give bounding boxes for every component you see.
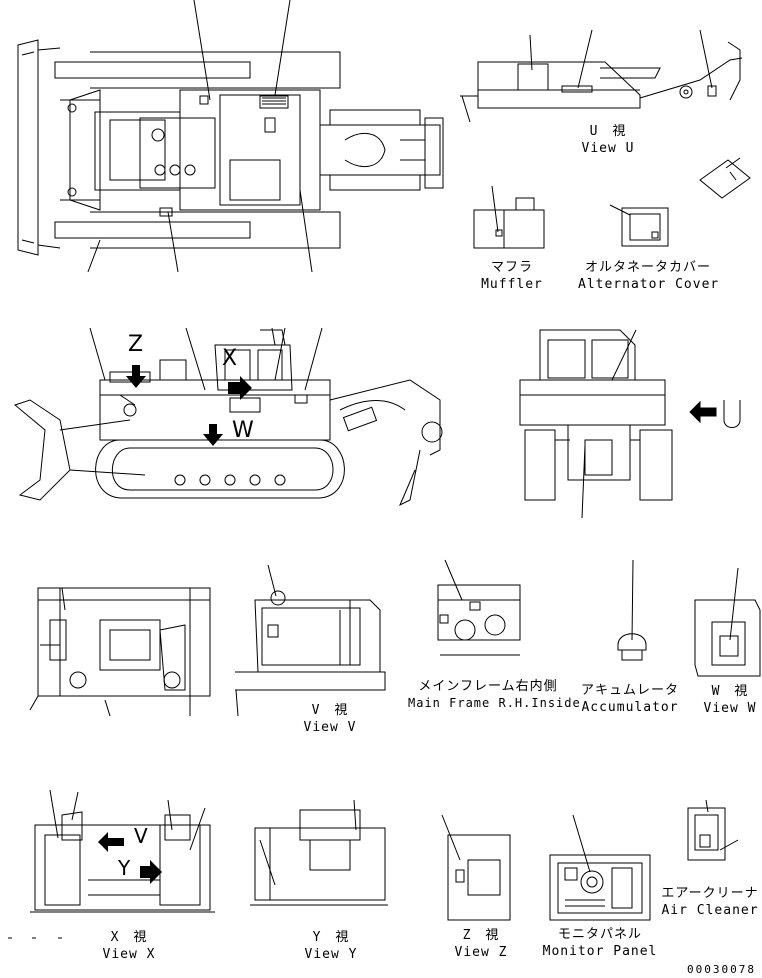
leader-line bbox=[611, 329, 637, 381]
leader-line bbox=[705, 799, 709, 813]
main-frame-drawing bbox=[437, 584, 521, 656]
monitor-panel-drawing bbox=[549, 854, 651, 921]
view-letter-x: X bbox=[222, 346, 238, 371]
view-x-label-jp: X 視 bbox=[110, 930, 148, 945]
view-z-label-jp: Z 視 bbox=[462, 928, 500, 943]
view-z-label: View Z bbox=[454, 945, 508, 960]
decal-sketch bbox=[699, 157, 751, 199]
leader-line bbox=[699, 29, 713, 89]
page-number: 00030078 bbox=[687, 963, 756, 976]
muffler-label-jp: マフラ bbox=[490, 260, 533, 275]
main-frame-label: Main Frame R.H.Inside bbox=[408, 696, 581, 710]
air-cleaner-label-jp: エアークリーナ bbox=[661, 886, 759, 901]
leader-line bbox=[631, 559, 634, 641]
alternator-cover-drawing bbox=[609, 204, 669, 247]
leader-line bbox=[577, 29, 593, 89]
leader-line bbox=[167, 211, 179, 273]
rear-view-drawing bbox=[519, 329, 673, 501]
main-frame-label-jp: メインフレーム右内側 bbox=[418, 679, 558, 694]
view-u-label: View U bbox=[581, 141, 635, 156]
view-w-label-jp: W 視 bbox=[711, 684, 749, 699]
view-x-label: View X bbox=[102, 947, 156, 962]
leader-line bbox=[71, 791, 79, 821]
air-cleaner-drawing bbox=[687, 807, 739, 861]
leader-line bbox=[304, 327, 323, 391]
leader-line bbox=[299, 189, 313, 273]
side-view-drawing bbox=[13, 327, 443, 507]
leader-line bbox=[729, 567, 739, 641]
monitor-label-jp: モニタパネル bbox=[557, 927, 642, 942]
view-x-arrows bbox=[98, 832, 162, 884]
view-letter-y: Y bbox=[118, 856, 131, 880]
view-u-drawing bbox=[460, 41, 743, 123]
view-y-label: View Y bbox=[304, 947, 358, 962]
leader-line bbox=[89, 327, 106, 381]
view-w-drawing bbox=[694, 599, 761, 677]
view-u-letter bbox=[723, 400, 741, 428]
leader-line bbox=[274, 327, 286, 381]
leader-line bbox=[572, 814, 591, 873]
leader-line bbox=[441, 814, 461, 861]
leader-line bbox=[189, 807, 206, 851]
air-cleaner-label: Air Cleaner bbox=[661, 903, 759, 918]
leader-line bbox=[444, 559, 463, 601]
view-w-label: View W bbox=[703, 701, 757, 716]
view-z-drawing bbox=[447, 834, 511, 921]
view-arrows bbox=[126, 365, 252, 446]
monitor-label: Monitor Panel bbox=[542, 944, 658, 959]
leader-line bbox=[193, 0, 211, 101]
leader-line bbox=[87, 239, 101, 273]
frame-view-drawing bbox=[29, 587, 211, 716]
view-letter-v: V bbox=[134, 824, 148, 848]
leader-line bbox=[581, 444, 586, 519]
alternator-label: Alternator Cover bbox=[578, 277, 720, 292]
view-y-drawing bbox=[250, 809, 388, 906]
leader-line bbox=[167, 799, 173, 831]
leader-line bbox=[529, 34, 533, 71]
leader-line bbox=[267, 564, 277, 597]
alternator-label-jp: オルタネータカバー bbox=[584, 260, 711, 275]
view-v-label: View V bbox=[303, 720, 357, 735]
accumulator-drawing bbox=[617, 633, 647, 661]
view-letter-z: Z bbox=[128, 332, 144, 357]
view-v-label-jp: V 視 bbox=[311, 703, 349, 718]
view-u-label-jp: U 視 bbox=[589, 124, 627, 139]
accumulator-label: Accumulator bbox=[581, 700, 679, 715]
leader-line bbox=[185, 327, 206, 391]
leader-line bbox=[274, 0, 291, 96]
accumulator-label-jp: アキュムレータ bbox=[580, 683, 679, 698]
leader-line bbox=[104, 699, 111, 717]
view-y-label-jp: Y 視 bbox=[312, 930, 350, 945]
muffler-label: Muffler bbox=[481, 277, 543, 292]
view-x-drawing bbox=[30, 811, 215, 913]
view-u-arrow bbox=[689, 400, 717, 424]
leader-line bbox=[353, 799, 357, 831]
leader-line bbox=[49, 789, 59, 839]
leader-line bbox=[235, 689, 239, 717]
top-view-drawing bbox=[17, 39, 444, 256]
view-v-drawing bbox=[235, 590, 386, 691]
muffler-drawing bbox=[473, 185, 545, 249]
view-letter-w: W bbox=[232, 418, 254, 443]
